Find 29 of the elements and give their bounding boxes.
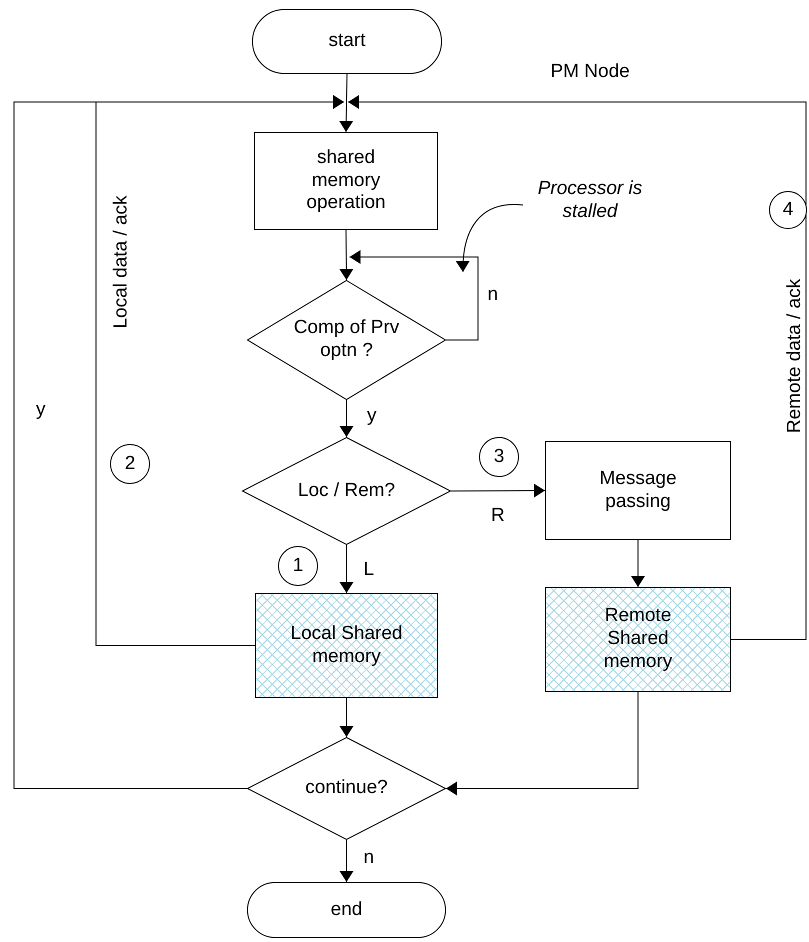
step-number-circle: 1 <box>278 546 318 586</box>
terminal-shape: end <box>247 882 446 938</box>
leader-arrow <box>458 204 524 272</box>
step-number-circle: 2 <box>110 444 150 484</box>
arrow <box>450 485 546 496</box>
edge-label: Remote data / ack <box>784 278 806 434</box>
arrow <box>341 840 352 882</box>
decision-diamond: continue? <box>247 737 446 840</box>
arrow <box>341 544 352 594</box>
arrow <box>340 230 352 280</box>
annotation-text: Processor is stalled <box>510 172 670 230</box>
edge-label: Local data / ack <box>110 194 132 330</box>
step-number-circle: 4 <box>769 191 807 229</box>
process-box: Message passing <box>545 441 731 540</box>
arrow <box>96 96 344 646</box>
decision-diamond: Comp of Prv optn ? <box>247 280 446 400</box>
terminal-shape: start <box>252 9 442 74</box>
arrow <box>341 698 352 738</box>
step-number-circle: 3 <box>479 437 519 477</box>
arrow <box>349 252 478 340</box>
shared-memory-box: Local Shared memory <box>255 593 438 698</box>
decision-diamond: Loc / Rem? <box>242 437 451 545</box>
arrow <box>632 540 644 588</box>
arrow <box>446 692 638 794</box>
arrow <box>348 96 806 640</box>
arrow <box>341 400 352 438</box>
process-box: shared memory operation <box>254 132 438 230</box>
shared-memory-box: Remote Shared memory <box>545 587 731 692</box>
arrow <box>340 74 352 132</box>
